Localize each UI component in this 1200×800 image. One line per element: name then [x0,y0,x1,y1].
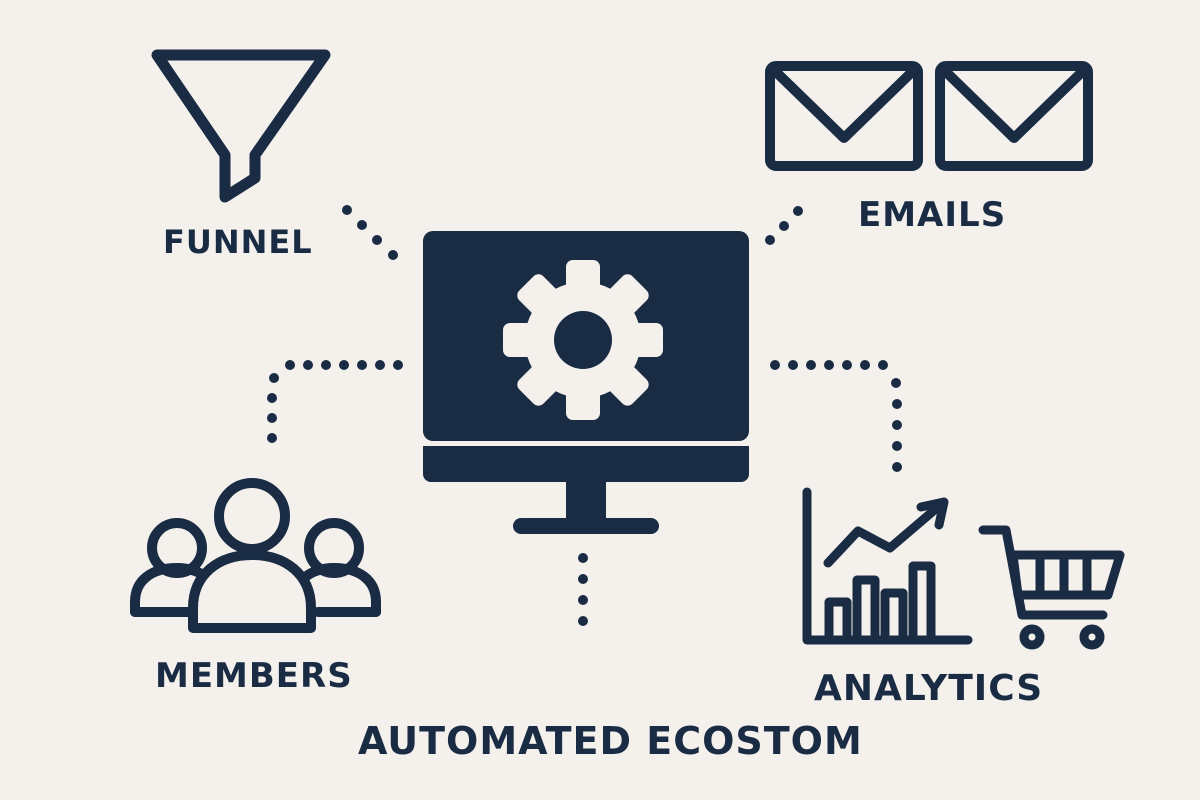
emails-label: EMAILS [858,195,1007,235]
shopping-cart-icon [978,525,1125,650]
funnel-label: FUNNEL [163,223,313,261]
bar-chart-trend-icon [802,487,973,645]
gear-icon [503,260,663,420]
members-label: MEMBERS [155,656,353,696]
connector-members [267,360,403,443]
funnel-icon [151,49,331,203]
diagram-title: AUTOMATED ECOSTOM [358,719,863,763]
monitor-gear-icon [423,231,749,534]
connector-bottom [578,553,588,626]
connector-analytics [770,360,902,472]
connector-funnel [342,205,398,260]
analytics-label: ANALYTICS [814,668,1044,709]
connector-emails [765,206,803,245]
envelope-icon [765,61,923,171]
envelope-icon-2 [935,61,1093,171]
people-icon [130,478,381,633]
